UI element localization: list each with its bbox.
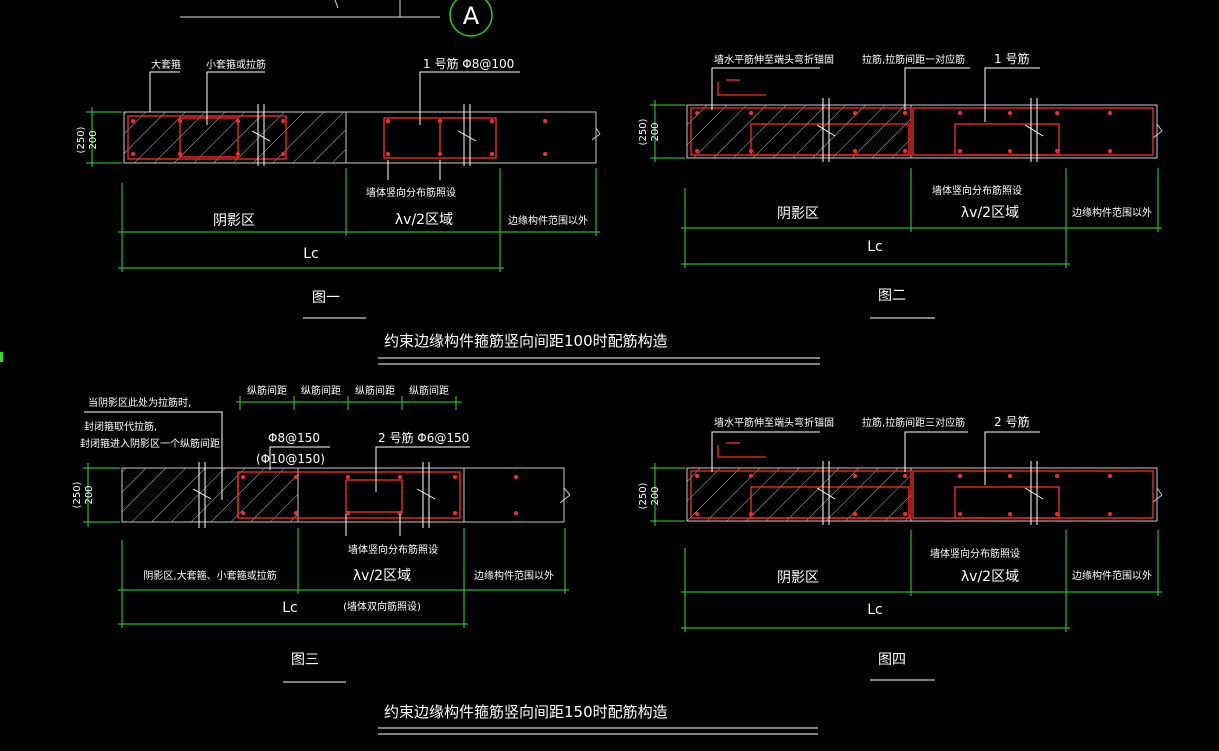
thickness-200: 200 <box>650 486 661 505</box>
thickness-200: 200 <box>84 485 95 504</box>
zone-outside: 边缘构件范围以外 <box>1072 569 1152 582</box>
axis-marker: A <box>180 0 493 37</box>
wall-note: 墙体竖向分布筋照设 <box>366 186 456 199</box>
figure-3[interactable]: 纵筋间距 纵筋间距 纵筋间距 纵筋间距 <box>72 384 571 683</box>
callout-phi8: Φ8@150 <box>268 431 320 445</box>
zone-shadow: 阴影区 <box>777 206 819 222</box>
lc-label: Lc <box>867 602 883 618</box>
rebar-stirrups <box>237 471 461 519</box>
section-title-150: 约束边缘构件箍筋竖向间距150时配筋构造 <box>384 703 668 721</box>
callout-tie: 拉筋,拉筋间距一对应筋 <box>862 53 965 66</box>
zone-outside: 边缘构件范围以外 <box>474 569 554 582</box>
rebar-stirrups <box>690 79 1154 156</box>
break-marks <box>816 98 1044 162</box>
wall-section <box>123 111 601 164</box>
axis-label: A <box>463 2 480 30</box>
thickness-dim <box>650 100 685 162</box>
rebar-dots <box>695 474 1112 516</box>
rebar-dots <box>131 119 547 156</box>
callout-leaders <box>149 71 520 125</box>
callout-rebar: 2 号筋 Φ6@150 <box>378 430 469 445</box>
zone-dims <box>118 528 569 628</box>
spacing-label-3: 纵筋间距 <box>355 384 395 397</box>
figure-2-caption: 图二 <box>878 288 906 304</box>
callout-tie: 拉筋,拉筋间距三对应筋 <box>862 416 965 429</box>
callout-phi10: (Φ10@150) <box>256 452 325 466</box>
callout-rebar: 2 号筋 <box>994 414 1029 429</box>
lc-label: Lc <box>867 239 883 255</box>
zone-lv: λv/2区域 <box>395 212 453 228</box>
lc-label: Lc <box>303 246 319 262</box>
figure-4[interactable]: 墙水平筋伸至端头弯折锚固 拉筋,拉筋间距三对应筋 2 号筋 (250) 200 … <box>638 414 1163 681</box>
callout-leaders <box>84 411 470 500</box>
thickness-250: (250) <box>72 481 83 508</box>
callout-anchor: 墙水平筋伸至端头弯折锚固 <box>714 416 834 429</box>
spacing-dims <box>236 396 462 410</box>
callout-rebar: 1 号筋 <box>994 51 1029 66</box>
thickness-250: (250) <box>76 126 87 153</box>
zone-lv: λv/2区域 <box>961 569 1019 585</box>
break-marks <box>816 461 1044 525</box>
callout-leaders <box>711 431 1040 485</box>
wall-section <box>121 467 571 523</box>
figure-3-caption: 图三 <box>291 652 319 668</box>
thickness-200: 200 <box>650 122 661 141</box>
zone-dims <box>118 168 600 272</box>
zone-shadow: 阴影区 <box>777 570 819 586</box>
rebar-dots <box>695 111 1112 153</box>
rebar-dots <box>241 475 518 515</box>
rebar-stirrups <box>127 115 497 160</box>
break-marks <box>192 462 436 528</box>
note-line-3: 封闭箍进入阴影区一个纵筋间距 <box>80 437 220 450</box>
wall-section <box>686 104 1163 159</box>
zone-lv: λv/2区域 <box>353 568 411 584</box>
spacing-label-2: 纵筋间距 <box>301 384 341 397</box>
figure-1[interactable]: 大套箍 小套箍或拉筋 1 号筋 Φ8@100 (250) 200 墙体竖向分布筋… <box>76 56 601 319</box>
lc-label: Lc <box>282 600 298 616</box>
spacing-label-1: 纵筋间距 <box>247 384 287 397</box>
zone-outside: 边缘构件范围以外 <box>508 214 588 227</box>
thickness-200: 200 <box>88 130 99 149</box>
thickness-dim <box>86 107 122 167</box>
thickness-dim <box>83 463 120 527</box>
break-marks <box>251 104 477 166</box>
zone-dims <box>681 168 1162 268</box>
wall-note: 墙体竖向分布筋照设 <box>348 543 438 556</box>
zone-lv: λv/2区域 <box>961 205 1019 221</box>
wall-note-leader <box>387 160 441 180</box>
wall-section <box>686 467 1163 522</box>
callout-leaders <box>711 67 1040 122</box>
callout-anchor: 墙水平筋伸至端头弯折锚固 <box>714 53 834 66</box>
thickness-dim <box>650 463 685 526</box>
zone-shadow: 阴影区,大套箍、小套箍或拉筋 <box>143 569 276 582</box>
thickness-250: (250) <box>638 482 649 509</box>
wall-note: 墙体竖向分布筋照设 <box>930 547 1020 560</box>
zone-outside: 边缘构件范围以外 <box>1072 206 1152 219</box>
callout-rebar: 1 号筋 Φ8@100 <box>423 56 514 71</box>
zone-shadow: 阴影区 <box>213 213 255 229</box>
rebar-stirrups <box>690 442 1154 519</box>
section-title-100: 约束边缘构件箍筋竖向间距100时配筋构造 <box>384 332 668 350</box>
note-line-2: 封闭箍取代拉筋, <box>84 420 157 433</box>
spacing-label-4: 纵筋间距 <box>409 384 449 397</box>
lc-note: (墙体双向筋照设) <box>343 600 421 613</box>
note-line-1: 当阴影区此处为拉筋时, <box>88 396 191 409</box>
edge-mark <box>0 352 3 362</box>
figure-4-caption: 图四 <box>878 652 906 668</box>
callout-big-hoop: 大套箍 <box>151 58 181 71</box>
callout-small-hoop: 小套箍或拉筋 <box>206 58 266 71</box>
figure-1-caption: 图一 <box>312 290 340 306</box>
figure-2[interactable]: 墙水平筋伸至端头弯折锚固 拉筋,拉筋间距一对应筋 1 号筋 (250) 200 … <box>638 51 1163 319</box>
thickness-250: (250) <box>638 118 649 145</box>
zone-dims <box>681 530 1162 632</box>
wall-note-leader <box>345 514 401 536</box>
wall-note: 墙体竖向分布筋照设 <box>932 184 1022 197</box>
